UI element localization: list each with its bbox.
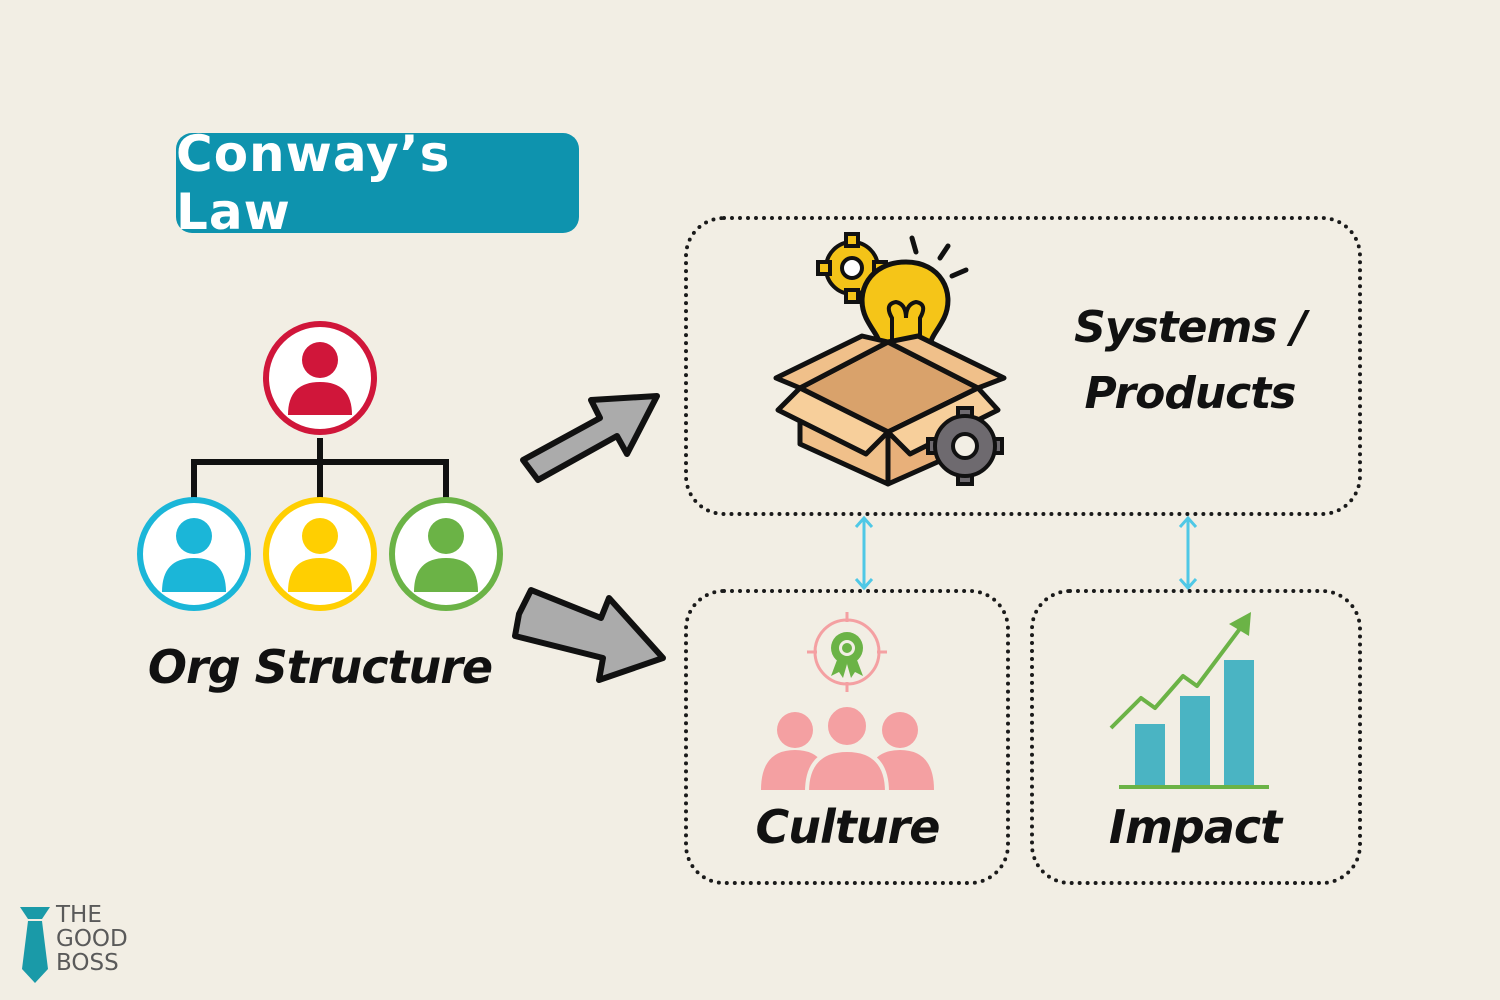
logo-line3: BOSS [56, 950, 119, 976]
org-chart-icon [137, 321, 503, 611]
impact-label: Impact [1108, 800, 1282, 854]
logo-text: THE GOOD BOSS [56, 903, 128, 975]
culture-team-icon [761, 612, 934, 792]
idea-box-icon [773, 232, 1007, 487]
growth-chart-icon [1109, 612, 1269, 789]
systems-label-line1: Systems / [1074, 302, 1307, 353]
systems-products-label: Systems / Products [1060, 295, 1320, 427]
systems-label-line2: Products [1084, 368, 1297, 419]
arrow-to-systems-icon [520, 393, 660, 483]
arrow-to-culture-icon [512, 587, 666, 683]
page-title: Conway’s Law [176, 125, 579, 241]
culture-label: Culture [755, 800, 941, 854]
tie-logo-icon [20, 907, 50, 983]
culture-box [684, 589, 1010, 885]
link-arrow-impact-icon [1178, 515, 1198, 591]
logo-line1: THE [56, 902, 102, 928]
systems-products-box [684, 216, 1362, 516]
impact-box [1030, 589, 1362, 885]
logo-line2: GOOD [56, 926, 128, 952]
link-arrow-culture-icon [854, 515, 874, 591]
org-structure-label: Org Structure [147, 640, 493, 694]
